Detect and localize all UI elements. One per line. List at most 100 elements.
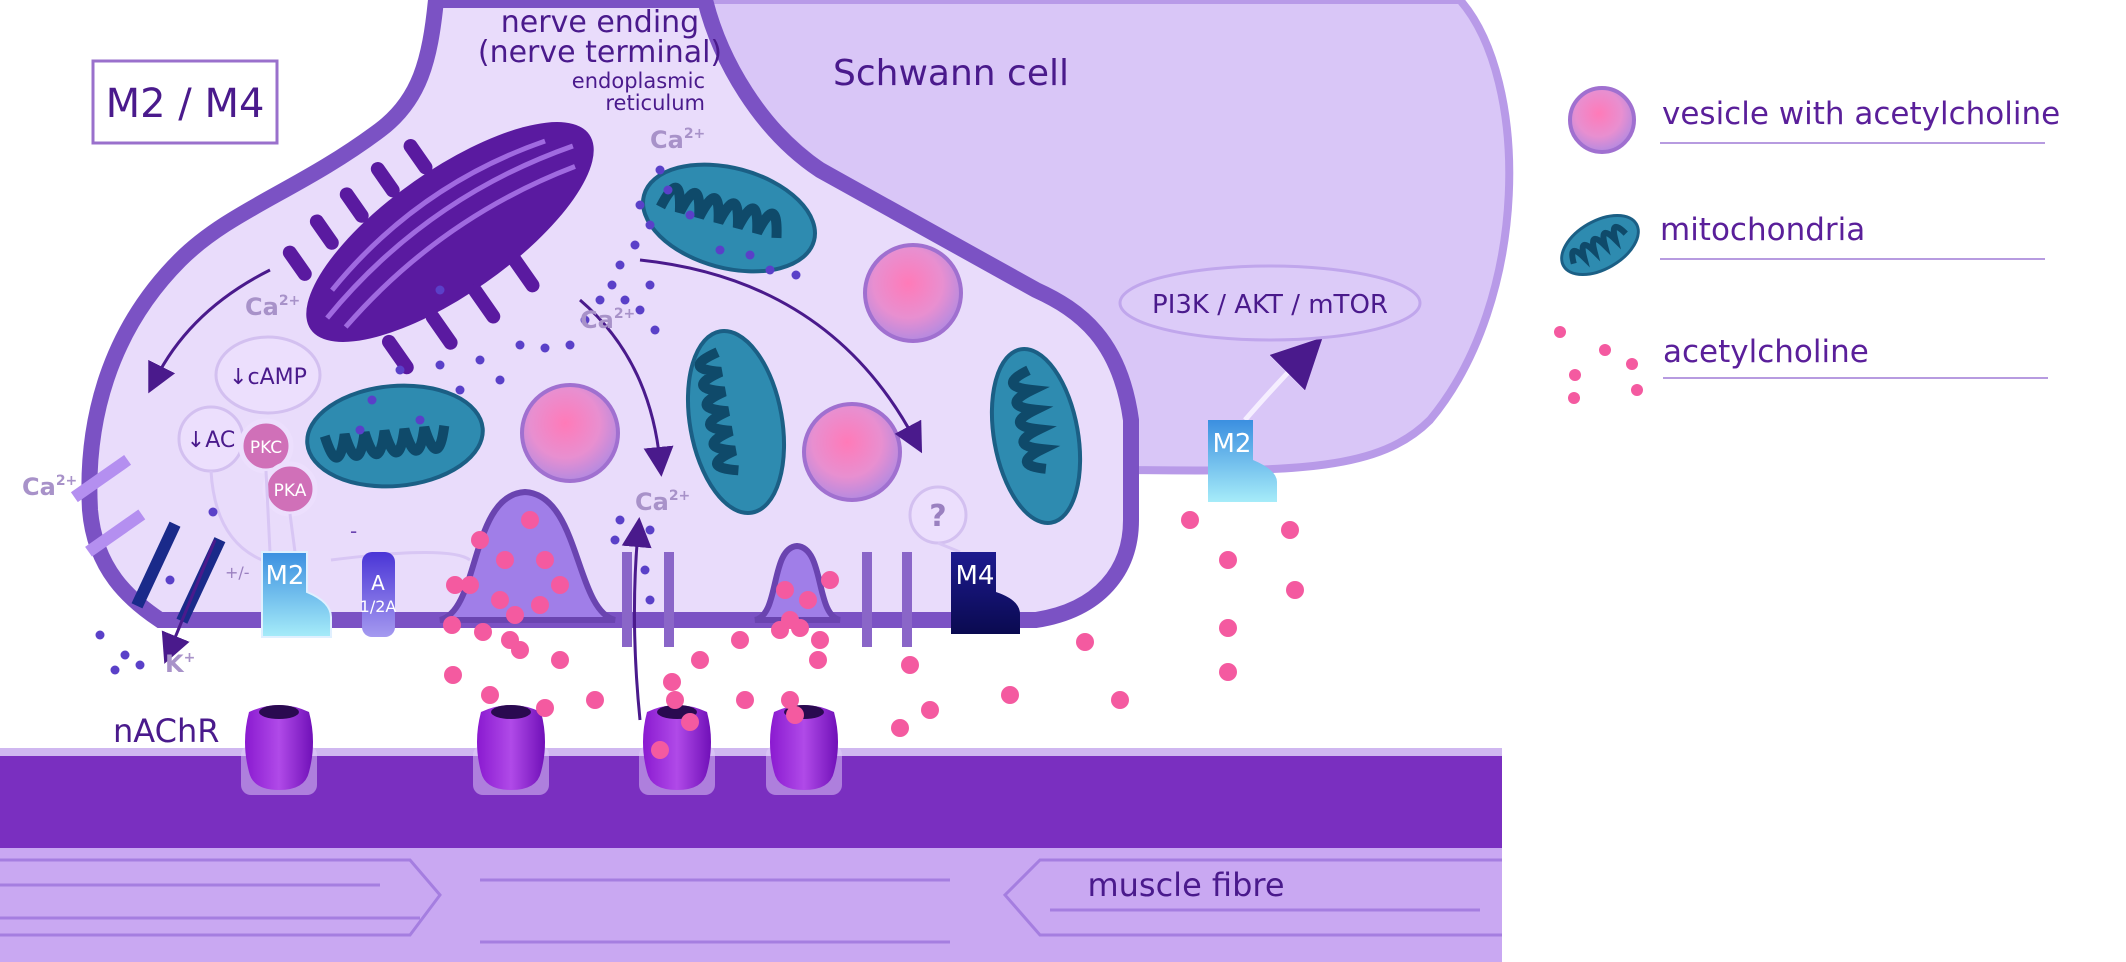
calcium-ion bbox=[655, 165, 665, 175]
legend-divider bbox=[1663, 377, 2048, 379]
acetylcholine-molecule bbox=[1181, 511, 1199, 529]
pathway-label: PI3K / AKT / mTOR bbox=[1152, 290, 1388, 320]
acetylcholine-molecule bbox=[471, 531, 489, 549]
ca-label: Ca2+ bbox=[635, 488, 690, 516]
acetylcholine-molecule bbox=[791, 619, 809, 637]
calcium-ion bbox=[607, 280, 617, 290]
endoplasmic-reticulum bbox=[282, 122, 594, 375]
calcium-ion bbox=[685, 210, 695, 220]
calcium-ion bbox=[620, 295, 630, 305]
acetylcholine-molecule bbox=[1219, 551, 1237, 569]
acetylcholine-molecule bbox=[551, 576, 569, 594]
calcium-ion bbox=[435, 360, 445, 370]
calcium-channel-left bbox=[70, 454, 146, 557]
calcium-ion bbox=[135, 660, 145, 670]
calcium-ion bbox=[791, 270, 801, 280]
m2-label: M2 bbox=[266, 561, 305, 591]
a1-2a-receptor bbox=[362, 552, 395, 637]
acetylcholine-molecule bbox=[786, 706, 804, 724]
pathway-bubble bbox=[1118, 264, 1422, 342]
acetylcholine-molecule bbox=[496, 551, 514, 569]
acetylcholine-molecule bbox=[691, 651, 709, 669]
m2-receptor bbox=[261, 551, 332, 638]
acetylcholine-icon bbox=[1554, 326, 1643, 404]
ca-label: Ca2+ bbox=[22, 473, 77, 501]
calcium-ion bbox=[95, 630, 105, 640]
ca-labels: Ca2+ Ca2+ Ca2+ Ca2+ Ca2+ K+ bbox=[22, 126, 705, 678]
mitochondria bbox=[305, 162, 1083, 525]
muscle-fibre-label: muscle fibre bbox=[1087, 866, 1284, 904]
calcium-ion bbox=[475, 355, 485, 365]
acetylcholine-molecule bbox=[663, 673, 681, 691]
acetylcholine-molecule bbox=[921, 701, 939, 719]
acetylcholine-molecule bbox=[901, 656, 919, 674]
calcium-ion bbox=[565, 340, 575, 350]
acetylcholine-molecule bbox=[1111, 691, 1129, 709]
acetylcholine-molecule bbox=[736, 691, 754, 709]
acetylcholine-molecule bbox=[776, 581, 794, 599]
calcium-ion bbox=[645, 595, 655, 605]
acetylcholine-molecule bbox=[821, 571, 839, 589]
acetylcholine-molecule bbox=[1076, 633, 1094, 651]
acetylcholine-molecule bbox=[551, 651, 569, 669]
acetylcholine-molecule bbox=[1281, 521, 1299, 539]
legend-vesicle-label: vesicle with acetylcholine bbox=[1662, 96, 2061, 132]
calcium-ion bbox=[515, 340, 525, 350]
a-label: A bbox=[371, 571, 385, 595]
legend-divider bbox=[1660, 142, 2045, 144]
er-label-line2: reticulum bbox=[605, 91, 705, 115]
calcium-ion bbox=[455, 385, 465, 395]
nachr-receptors bbox=[241, 705, 842, 795]
calcium-channels bbox=[622, 552, 912, 647]
acetylcholine-molecule bbox=[446, 576, 464, 594]
nerve-terminal-label: (nerve terminal) bbox=[478, 35, 722, 70]
acetylcholine-molecule bbox=[1219, 663, 1237, 681]
title-box-label: M2 / M4 bbox=[106, 81, 265, 127]
calcium-ion bbox=[663, 185, 673, 195]
nachr-receptor bbox=[766, 705, 842, 795]
acetylcholine-molecule bbox=[809, 651, 827, 669]
calcium-ion bbox=[645, 525, 655, 535]
pkc-label: PKC bbox=[250, 438, 282, 458]
schwann-cell-label: Schwann cell bbox=[833, 53, 1069, 94]
legend-divider bbox=[1660, 258, 2045, 260]
minus-label: - bbox=[350, 519, 357, 543]
acetylcholine-molecule bbox=[731, 631, 749, 649]
calcium-ion bbox=[165, 575, 175, 585]
acetylcholine-molecules bbox=[443, 511, 1304, 759]
calcium-ion bbox=[745, 250, 755, 260]
vesicle-icon bbox=[1568, 86, 1636, 154]
acetylcholine-molecule bbox=[461, 576, 479, 594]
calcium-ion bbox=[615, 515, 625, 525]
acetylcholine-molecule bbox=[1286, 581, 1304, 599]
muscle-membrane bbox=[0, 748, 1502, 758]
calcium-ion bbox=[120, 650, 130, 660]
nachr-receptor bbox=[241, 705, 317, 795]
calcium-ion bbox=[645, 220, 655, 230]
calcium-ion bbox=[765, 265, 775, 275]
calcium-ion bbox=[610, 535, 620, 545]
acetylcholine-molecule bbox=[781, 691, 799, 709]
acetylcholine-molecule bbox=[491, 591, 509, 609]
release-site-small bbox=[753, 542, 842, 623]
acetylcholine-molecule bbox=[799, 591, 817, 609]
acetylcholine-molecule bbox=[1001, 686, 1019, 704]
calcium-ion bbox=[110, 665, 120, 675]
calcium-ion bbox=[635, 200, 645, 210]
pka-label: PKA bbox=[274, 481, 307, 501]
acetylcholine-molecule bbox=[444, 666, 462, 684]
acetylcholine-molecule bbox=[586, 691, 604, 709]
calcium-ion bbox=[580, 315, 590, 325]
acetylcholine-molecule bbox=[771, 621, 789, 639]
calcium-ion bbox=[415, 415, 425, 425]
nachr-label: nAChR bbox=[113, 712, 219, 750]
m4-label: M4 bbox=[956, 561, 995, 591]
acetylcholine-molecule bbox=[666, 691, 684, 709]
calcium-ion bbox=[495, 375, 505, 385]
calcium-ion bbox=[395, 365, 405, 375]
acetylcholine-molecule bbox=[1219, 619, 1237, 637]
calcium-ions bbox=[95, 165, 801, 675]
ac-label: ↓AC bbox=[187, 428, 235, 453]
legend-mitochondria-label: mitochondria bbox=[1660, 212, 1866, 248]
calcium-ion bbox=[630, 240, 640, 250]
